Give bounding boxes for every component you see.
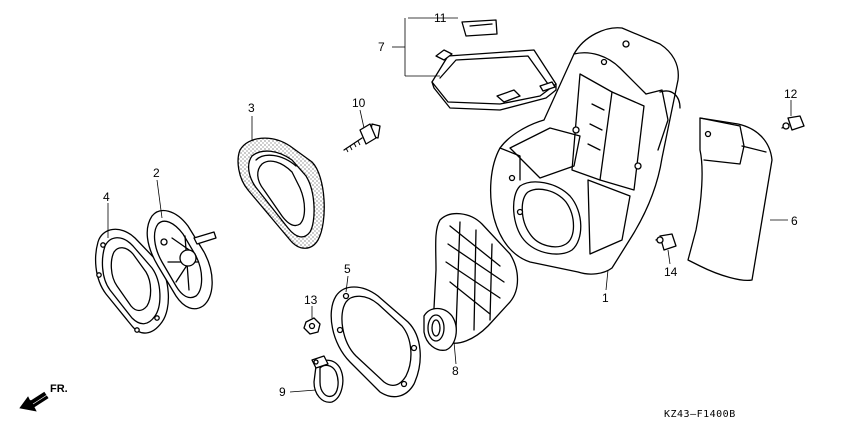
bolt-14 [655, 233, 677, 251]
drawing-code: KZ43—F1400B [664, 409, 736, 420]
callout-14: 14 [664, 265, 678, 279]
filter-box-lid [431, 19, 557, 111]
callout-9: 9 [279, 385, 286, 399]
callout-2: 2 [153, 166, 160, 180]
callout-13: 13 [304, 293, 318, 307]
element-holder [146, 209, 217, 310]
connecting-tube [423, 213, 519, 351]
air-cleaner-cover [94, 228, 170, 334]
callout-1: 1 [602, 291, 609, 305]
gasket [330, 286, 421, 398]
nut-part [303, 317, 321, 335]
screw-part [343, 123, 381, 153]
callout-3: 3 [248, 101, 255, 115]
side-cover [687, 117, 773, 282]
callout-6: 6 [791, 214, 798, 228]
callout-5: 5 [344, 262, 351, 276]
callout-4: 4 [103, 190, 110, 204]
bolt-12 [781, 115, 805, 131]
air-filter-element [237, 137, 325, 249]
callout-11: 11 [434, 11, 447, 25]
callout-7: 7 [378, 40, 385, 54]
front-direction-arrow-icon [19, 390, 50, 412]
front-direction-label: FR. [50, 383, 68, 395]
leader-lines [107, 17, 792, 393]
air-cleaner-case [490, 27, 681, 275]
hose-clamp [311, 355, 344, 403]
callout-12: 12 [784, 87, 798, 101]
callout-8: 8 [452, 364, 459, 378]
callout-10: 10 [352, 96, 366, 110]
